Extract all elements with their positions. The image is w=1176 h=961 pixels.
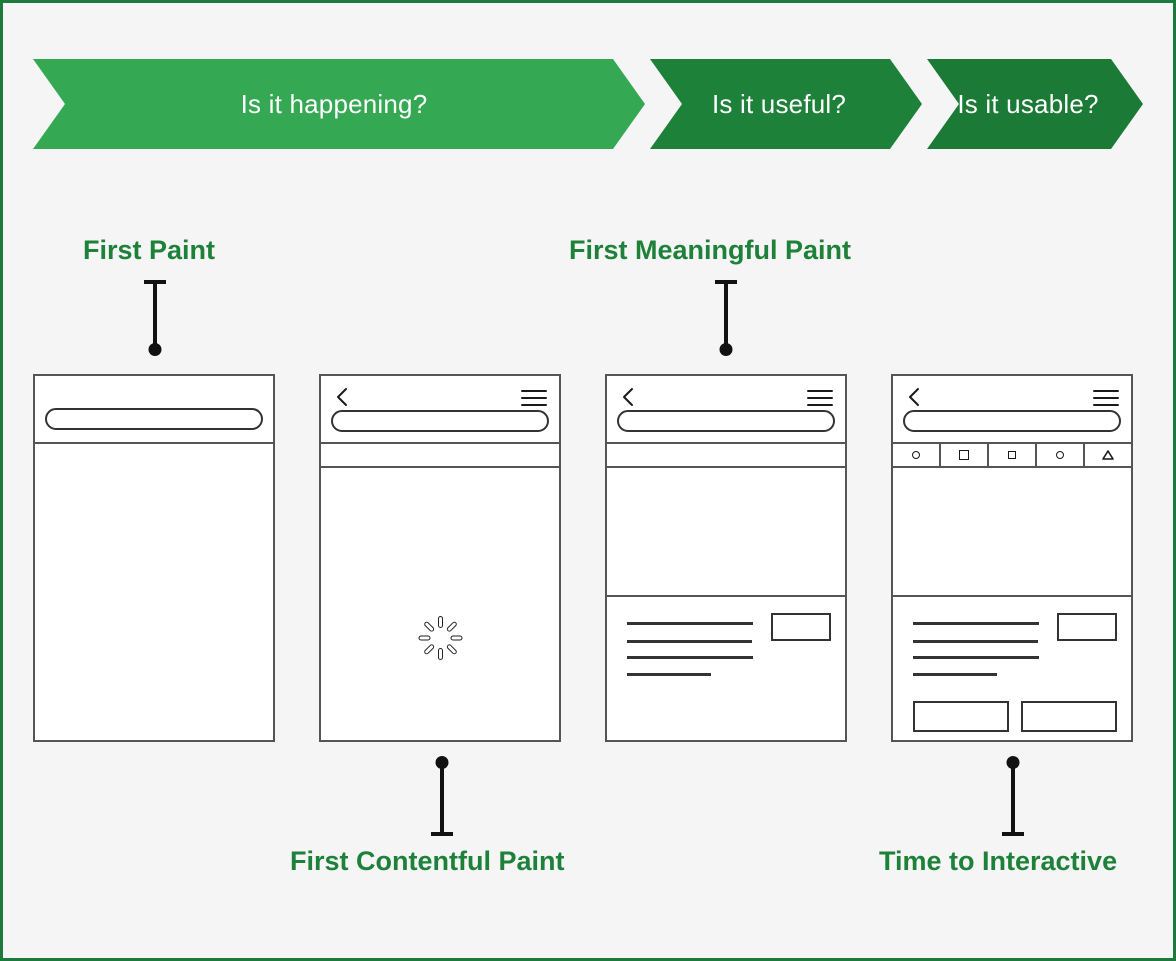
label-first-meaningful-paint: First Meaningful Paint [569,235,852,265]
banner-segment-label: Is it useful? [711,88,847,119]
back-chevron-icon[interactable] [335,387,349,407]
banner-segment-label: Is it usable? [957,88,1099,119]
spinner-spoke [437,648,443,660]
content-divider [607,595,845,597]
label-time-to-interactive: Time to Interactive [879,846,1118,876]
browser-chrome [607,376,845,444]
hamburger-bar [1093,390,1119,392]
pointer-dot [1006,756,1020,769]
pointer-stem [1011,764,1015,834]
hamburger-bar [807,404,833,406]
spinner-spoke [422,620,435,633]
hamburger-bar [521,390,547,392]
content-text-line [627,656,753,659]
url-bar[interactable] [903,410,1121,432]
content-text-line [913,656,1039,659]
phone-mock-first-paint [33,374,275,742]
loading-spinner-icon [418,616,462,660]
secondary-bar [321,444,559,468]
banner-segment-is-it-happening[interactable]: Is it happening? [33,59,645,149]
tab-item-circle[interactable] [893,444,941,466]
tab-item-square[interactable] [941,444,989,466]
content-divider [893,595,1131,597]
hamburger-menu-icon[interactable] [521,390,547,406]
icon-tab-strip [893,444,1131,468]
pointer-dot [719,343,733,356]
spinner-spoke [422,643,435,656]
hamburger-bar [521,404,547,406]
circle-icon [1056,451,1064,459]
content-thumbnail [771,613,831,641]
content-thumbnail [1057,613,1117,641]
url-bar[interactable] [617,410,835,432]
spinner-spoke [445,643,458,656]
hamburger-bar [807,390,833,392]
label-first-paint: First Paint [83,235,216,265]
banner-segment-label: Is it happening? [240,88,428,119]
hamburger-bar [1093,397,1119,399]
browser-chrome [893,376,1131,444]
hamburger-menu-icon[interactable] [807,390,833,406]
tab-item-square-small[interactable] [989,444,1037,466]
phase-banner: Is it happening? Is it useful? Is it usa… [33,59,1143,149]
pointer-stem [724,282,728,348]
hamburger-menu-icon[interactable] [1093,390,1119,406]
hamburger-bar [1093,404,1119,406]
browser-chrome [35,376,273,444]
content-text-line [627,622,753,625]
banner-segment-is-it-useful[interactable]: Is it useful? [650,59,922,149]
tab-item-triangle[interactable] [1085,444,1131,466]
back-chevron-icon[interactable] [621,387,635,407]
pointer-stem [153,282,157,348]
hamburger-bar [521,397,547,399]
pointer-stem [440,764,444,834]
pointer-first-paint [140,280,170,356]
pointer-time-to-interactive [998,756,1028,836]
circle-icon [912,451,920,459]
spinner-spoke [445,620,458,633]
spinner-spoke [418,635,430,641]
pointer-first-contentful-paint [427,756,457,836]
content-text-line [627,673,711,676]
phone-mock-time-to-interactive [891,374,1133,742]
pointer-dot [435,756,449,769]
content-text-line [627,640,752,643]
label-first-contentful-paint: First Contentful Paint [290,846,565,876]
action-button-secondary[interactable] [1021,701,1117,732]
pointer-first-meaningful-paint [711,280,741,356]
content-text-line [913,622,1039,625]
content-text-line [913,673,997,676]
phone-mock-first-meaningful-paint [605,374,847,742]
spinner-spoke [437,616,443,628]
pointer-dot [148,343,162,356]
action-button-primary[interactable] [913,701,1009,732]
url-bar[interactable] [331,410,549,432]
secondary-bar [607,444,845,468]
spinner-spoke [450,635,462,641]
pointer-cap [431,832,453,836]
phone-mock-first-contentful-paint [319,374,561,742]
pointer-cap [1002,832,1024,836]
banner-segment-is-it-usable[interactable]: Is it usable? [927,59,1143,149]
hamburger-bar [807,397,833,399]
square-small-icon [1008,451,1016,459]
triangle-icon [1102,450,1114,460]
browser-chrome [321,376,559,444]
tab-item-circle-2[interactable] [1037,444,1085,466]
url-bar[interactable] [45,408,263,430]
back-chevron-icon[interactable] [907,387,921,407]
content-text-line [913,640,1038,643]
square-icon [959,450,969,460]
